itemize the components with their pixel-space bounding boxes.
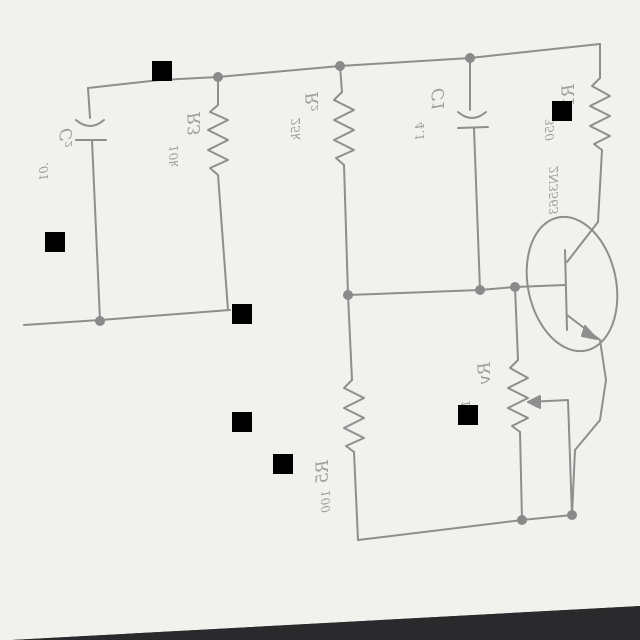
r5-name-label: R5	[313, 459, 333, 484]
c2-plate-curved	[75, 119, 105, 127]
r2-name-label: R₂	[303, 91, 323, 112]
r3-lead-bottom	[217, 174, 229, 311]
r2-lead-bottom	[343, 164, 349, 296]
junction-dot-icon	[213, 72, 223, 82]
rv-wiper	[527, 399, 573, 516]
rv-name-label: Rv	[475, 361, 495, 385]
paper-shadow-edge	[12, 606, 640, 640]
r1-lead-bottom	[597, 149, 603, 223]
base-bias-wire	[347, 284, 566, 296]
c2-name-label: C₂	[57, 128, 77, 148]
component-labels: C₂ .01 R3 10k R₂ 25k C1 4.1 R1 350	[37, 83, 579, 513]
r5-lead-bottom	[353, 451, 359, 541]
junction-dot-icon	[567, 510, 577, 520]
emitter-lead	[599, 339, 607, 381]
junction-dot-icon	[95, 316, 105, 326]
redaction-square-icon	[458, 405, 478, 425]
r3-zigzag	[207, 104, 229, 176]
c2-value-label: .01	[37, 162, 51, 181]
transistor-circle	[525, 215, 619, 353]
redaction-squares	[45, 61, 572, 474]
junction-dot-icon	[465, 53, 475, 63]
junction-dots	[95, 53, 577, 525]
circuit-drawing	[23, 43, 619, 541]
r1-zigzag	[589, 77, 611, 151]
c2-lead-bottom	[91, 139, 101, 321]
junction-dot-icon	[475, 285, 485, 295]
redaction-square-icon	[45, 232, 65, 252]
transistor-collector	[566, 221, 599, 263]
c1-value-label: 4.1	[413, 121, 427, 141]
redaction-square-icon	[232, 412, 252, 432]
c1-lead-bottom	[473, 127, 481, 291]
redaction-square-icon	[273, 454, 293, 474]
c1-plate-curved	[457, 111, 487, 119]
top-rail-wire	[87, 43, 601, 89]
junction-dot-icon	[343, 290, 353, 300]
junction-dot-icon	[517, 515, 527, 525]
redaction-square-icon	[552, 101, 572, 121]
redaction-square-icon	[232, 304, 252, 324]
c1-plate-flat	[457, 126, 489, 129]
r5-lead-top	[347, 294, 353, 381]
junction-dot-icon	[335, 61, 345, 71]
r2-value-label: 25k	[289, 117, 303, 141]
c1-name-label: C1	[429, 88, 449, 112]
transistor-base-bar	[564, 249, 568, 331]
redaction-square-icon	[152, 61, 172, 81]
r2-zigzag	[333, 91, 355, 166]
right-vertical-wire	[571, 379, 607, 516]
c2-lead-top	[87, 87, 91, 119]
rv-lead-top	[514, 286, 519, 361]
r5-value-label: 100	[319, 490, 333, 513]
rv-zigzag	[507, 359, 529, 433]
transistor-part-label: 2N3563	[547, 165, 561, 215]
junction-dot-icon	[510, 282, 520, 292]
rv-lead-bottom	[519, 431, 523, 521]
r3-name-label: R3	[185, 111, 205, 136]
r1-value-label: 350	[543, 118, 557, 141]
r5-zigzag	[343, 379, 365, 453]
r3-value-label: 10k	[167, 145, 181, 168]
transistor-emitter-arrow	[581, 325, 598, 340]
rv-wiper-arrow	[527, 395, 541, 409]
